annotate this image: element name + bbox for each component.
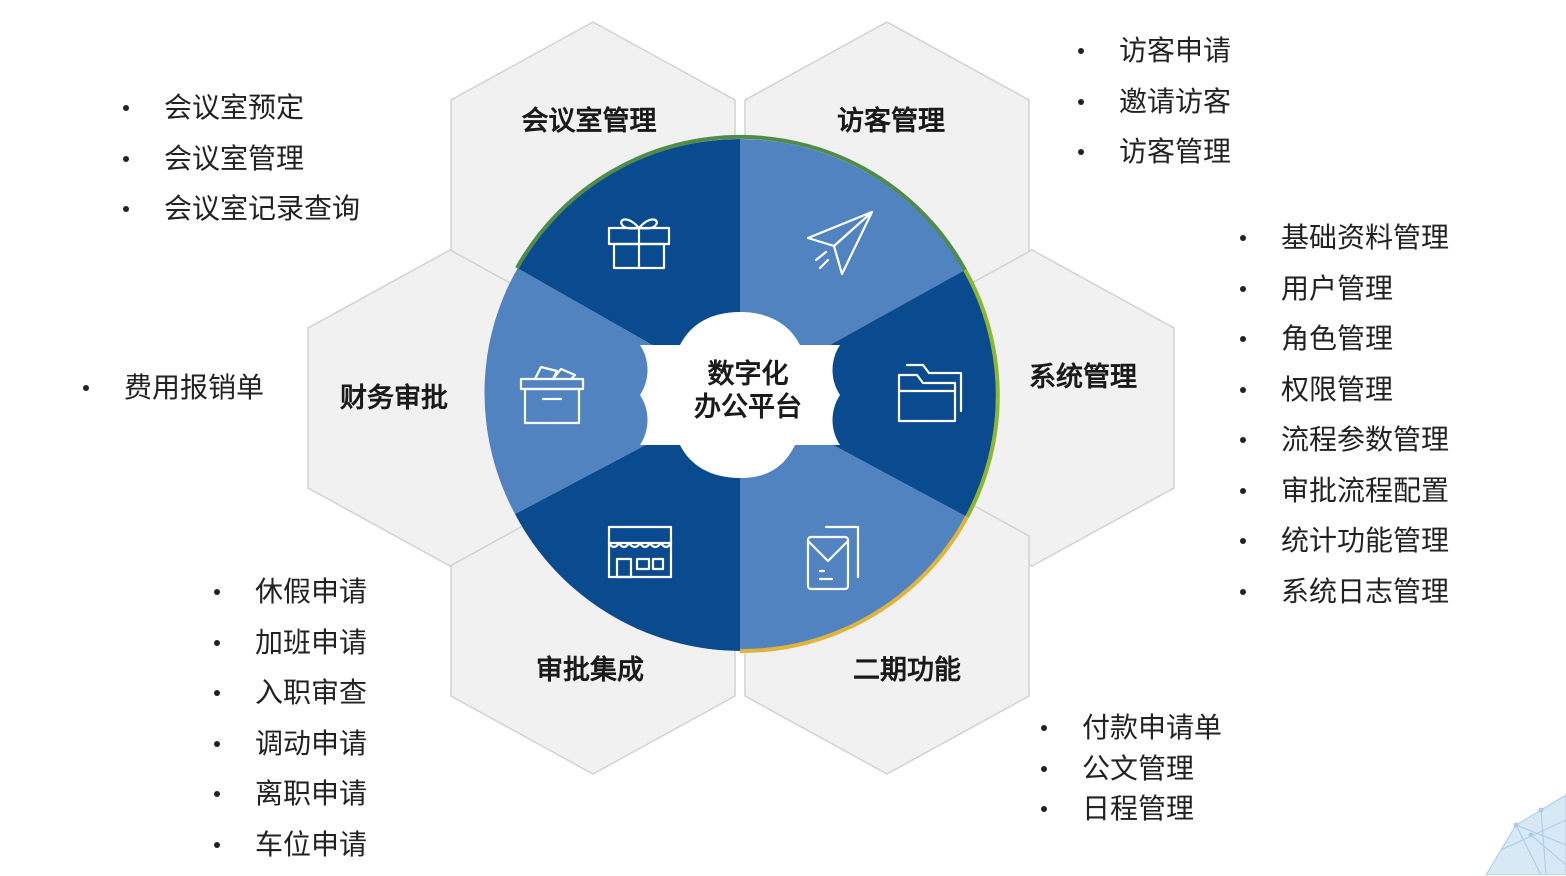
list-item: 调动申请	[209, 725, 367, 776]
knob-meeting	[608, 235, 708, 335]
list-item: 会议室管理	[118, 140, 360, 191]
module-title-finance: 财务审批	[340, 382, 448, 414]
list-item: 付款申请单	[1036, 709, 1222, 750]
module-title-approval: 审批集成	[536, 654, 644, 686]
list-item: 会议室记录查询	[118, 190, 360, 241]
knob-system	[838, 342, 942, 446]
list-item: 基础资料管理	[1235, 219, 1449, 270]
list-item: 日程管理	[1036, 790, 1222, 831]
list-item: 权限管理	[1235, 371, 1449, 422]
list-phase2: 付款申请单 公文管理 日程管理	[1036, 709, 1222, 831]
list-item: 用户管理	[1235, 270, 1449, 321]
list-finance: 费用报销单	[78, 369, 264, 420]
list-item: 系统日志管理	[1235, 573, 1449, 624]
list-approval: 休假申请 加班申请 入职审查 调动申请 离职申请 车位申请	[209, 573, 367, 876]
module-title-visitor: 访客管理	[837, 105, 945, 137]
list-system: 基础资料管理 用户管理 角色管理 权限管理 流程参数管理 审批流程配置 统计功能…	[1235, 219, 1449, 623]
list-item: 角色管理	[1235, 320, 1449, 371]
list-item: 邀请访客	[1073, 83, 1231, 134]
list-visitor: 访客申请 邀请访客 访客管理	[1073, 32, 1231, 184]
module-title-system: 系统管理	[1029, 361, 1137, 393]
knob-visitor	[765, 233, 865, 333]
list-item: 加班申请	[209, 624, 367, 675]
list-item: 入职审查	[209, 674, 367, 725]
list-item: 审批流程配置	[1235, 472, 1449, 523]
module-title-meeting: 会议室管理	[522, 105, 657, 137]
list-item: 访客管理	[1073, 133, 1231, 184]
center-title-line1: 数字化	[708, 358, 789, 390]
list-item: 车位申请	[209, 826, 367, 876]
module-title-phase2: 二期功能	[853, 654, 961, 686]
list-item: 访客申请	[1073, 32, 1231, 83]
list-item: 流程参数管理	[1235, 421, 1449, 472]
center-title-line2: 办公平台	[694, 391, 802, 423]
list-item: 会议室预定	[118, 89, 360, 140]
knob-finance	[540, 344, 640, 444]
list-item: 离职申请	[209, 775, 367, 826]
list-item: 休假申请	[209, 573, 367, 624]
list-meeting: 会议室预定 会议室管理 会议室记录查询	[118, 89, 360, 241]
decorative-mesh	[1446, 755, 1566, 875]
list-item: 公文管理	[1036, 750, 1222, 791]
list-item: 费用报销单	[78, 369, 264, 420]
list-item: 统计功能管理	[1235, 522, 1449, 573]
